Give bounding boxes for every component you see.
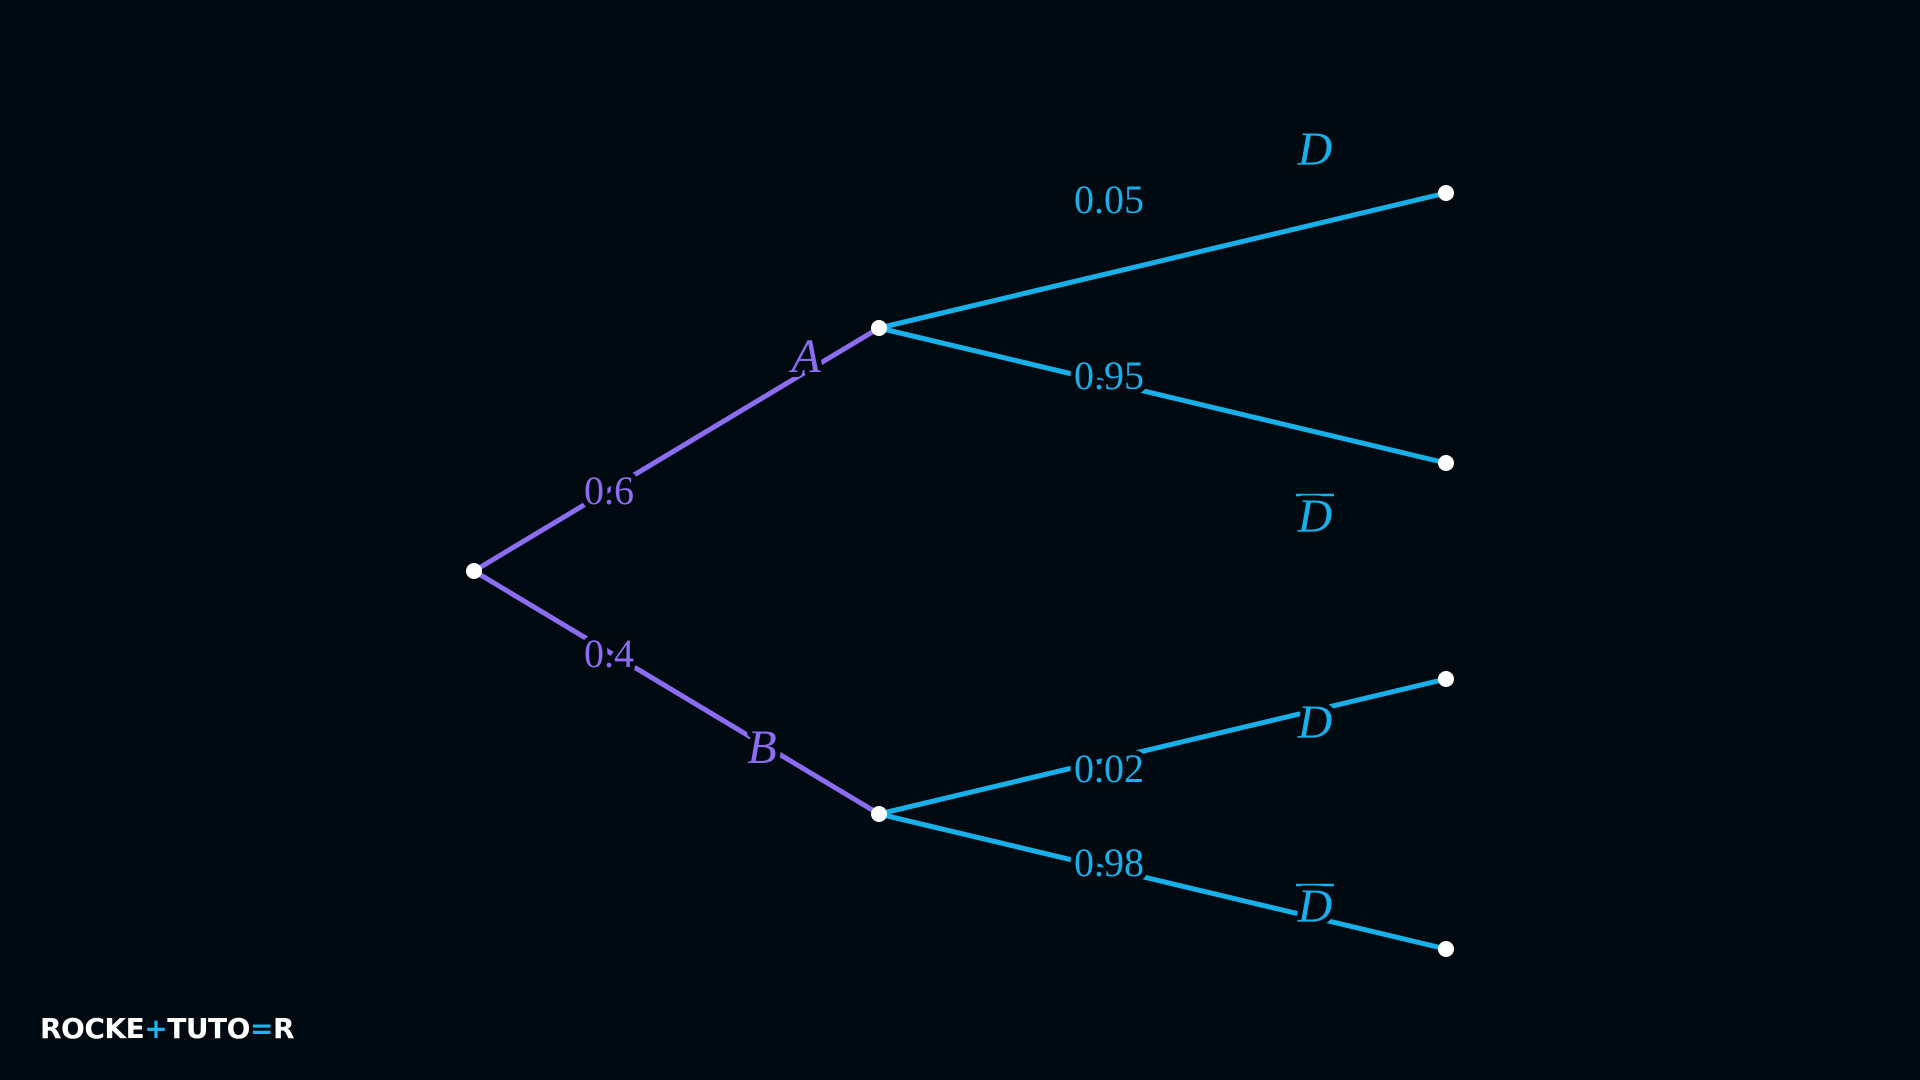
edge-a-to-d xyxy=(876,190,1449,331)
logo-text-3: R xyxy=(272,1012,295,1045)
prob-label-b-dbar: 0.98 xyxy=(1074,840,1144,885)
logo-plus: + xyxy=(144,1012,168,1045)
logo-text-1: ROCKE xyxy=(40,1012,145,1045)
edge-b-to-d xyxy=(876,676,1449,817)
leaf-b-dbar xyxy=(1438,941,1454,957)
prob-label-a-d: 0.05 xyxy=(1074,177,1144,222)
leaf-a-dbar xyxy=(1438,455,1454,471)
prob-label-a-dbar: 0.95 xyxy=(1074,353,1144,398)
event-label-a: A xyxy=(788,330,821,383)
prob-label-b-d: 0.02 xyxy=(1074,746,1144,791)
event-label-b-d: D xyxy=(1297,696,1333,749)
edge-root-to-b xyxy=(471,568,882,817)
event-label-a-dbar: D xyxy=(1297,490,1333,543)
edge-a-to-dbar xyxy=(876,325,1449,466)
event-label-b-dbar: D xyxy=(1297,880,1333,933)
event-label-a-d: D xyxy=(1297,123,1333,176)
node-b xyxy=(871,806,887,822)
rocket-tutor-logo: ROCKE+TUTO=R xyxy=(40,1012,295,1045)
edge-root-to-a xyxy=(471,325,882,574)
root-node xyxy=(466,563,482,579)
node-a xyxy=(871,320,887,336)
event-label-b: B xyxy=(747,721,776,774)
prob-label-a: 0.6 xyxy=(584,468,634,513)
leaf-b-d xyxy=(1438,671,1454,687)
logo-glyph: = xyxy=(249,1012,273,1045)
logo-text-2: TUTO xyxy=(167,1012,250,1045)
prob-label-b: 0.4 xyxy=(584,631,634,676)
edge-b-to-dbar xyxy=(876,811,1449,952)
leaf-a-d xyxy=(1438,185,1454,201)
